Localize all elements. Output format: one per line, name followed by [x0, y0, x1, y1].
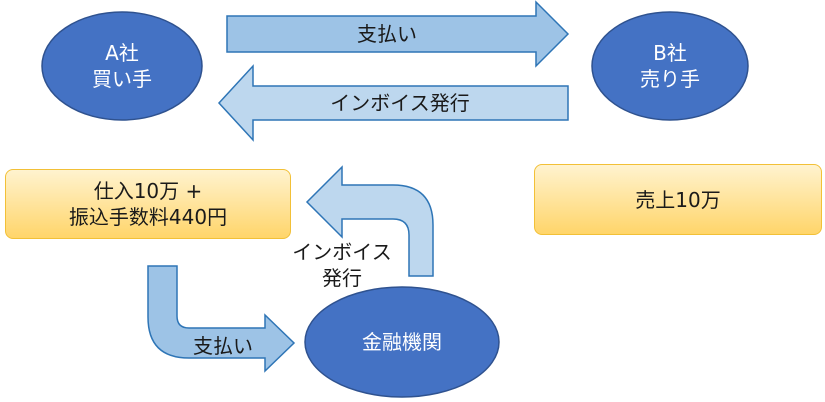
bank-name: 金融機関 — [362, 330, 442, 354]
company-b-label: B社 売り手 — [620, 40, 720, 92]
company-b-name: B社 — [653, 41, 687, 65]
company-a-node — [41, 11, 203, 121]
invoice-label-bank-line2: 発行 — [322, 266, 362, 290]
company-b-node — [591, 11, 749, 121]
company-a-role: 買い手 — [92, 67, 152, 91]
invoice-label-bank: インボイス 発行 — [272, 239, 412, 291]
seller-sales-line1: 売上10万 — [635, 187, 721, 212]
company-b-role: 売り手 — [640, 67, 700, 91]
seller-sales-box: 売上10万 — [534, 164, 822, 235]
company-a-label: A社 買い手 — [72, 40, 172, 92]
buyer-cost-line1: 仕入10万 + — [93, 179, 203, 203]
payment-arrow-top — [226, 0, 570, 68]
invoice-arrow-top — [217, 64, 569, 142]
buyer-cost-box: 仕入10万 + 振込手数料440円 — [5, 169, 291, 239]
buyer-cost-line2: 振込手数料440円 — [68, 205, 228, 229]
bank-node — [304, 286, 500, 398]
payment-label-top: 支払い — [357, 22, 417, 46]
company-a-name: A社 — [105, 41, 139, 65]
invoice-label-bank-line1: インボイス — [292, 240, 392, 264]
bank-label: 金融機関 — [322, 329, 482, 355]
invoice-arrow-bank — [305, 165, 434, 277]
payment-arrow-bottom — [147, 265, 296, 373]
payment-label-bottom: 支払い — [193, 334, 253, 358]
invoice-label-top: インボイス発行 — [330, 91, 470, 115]
